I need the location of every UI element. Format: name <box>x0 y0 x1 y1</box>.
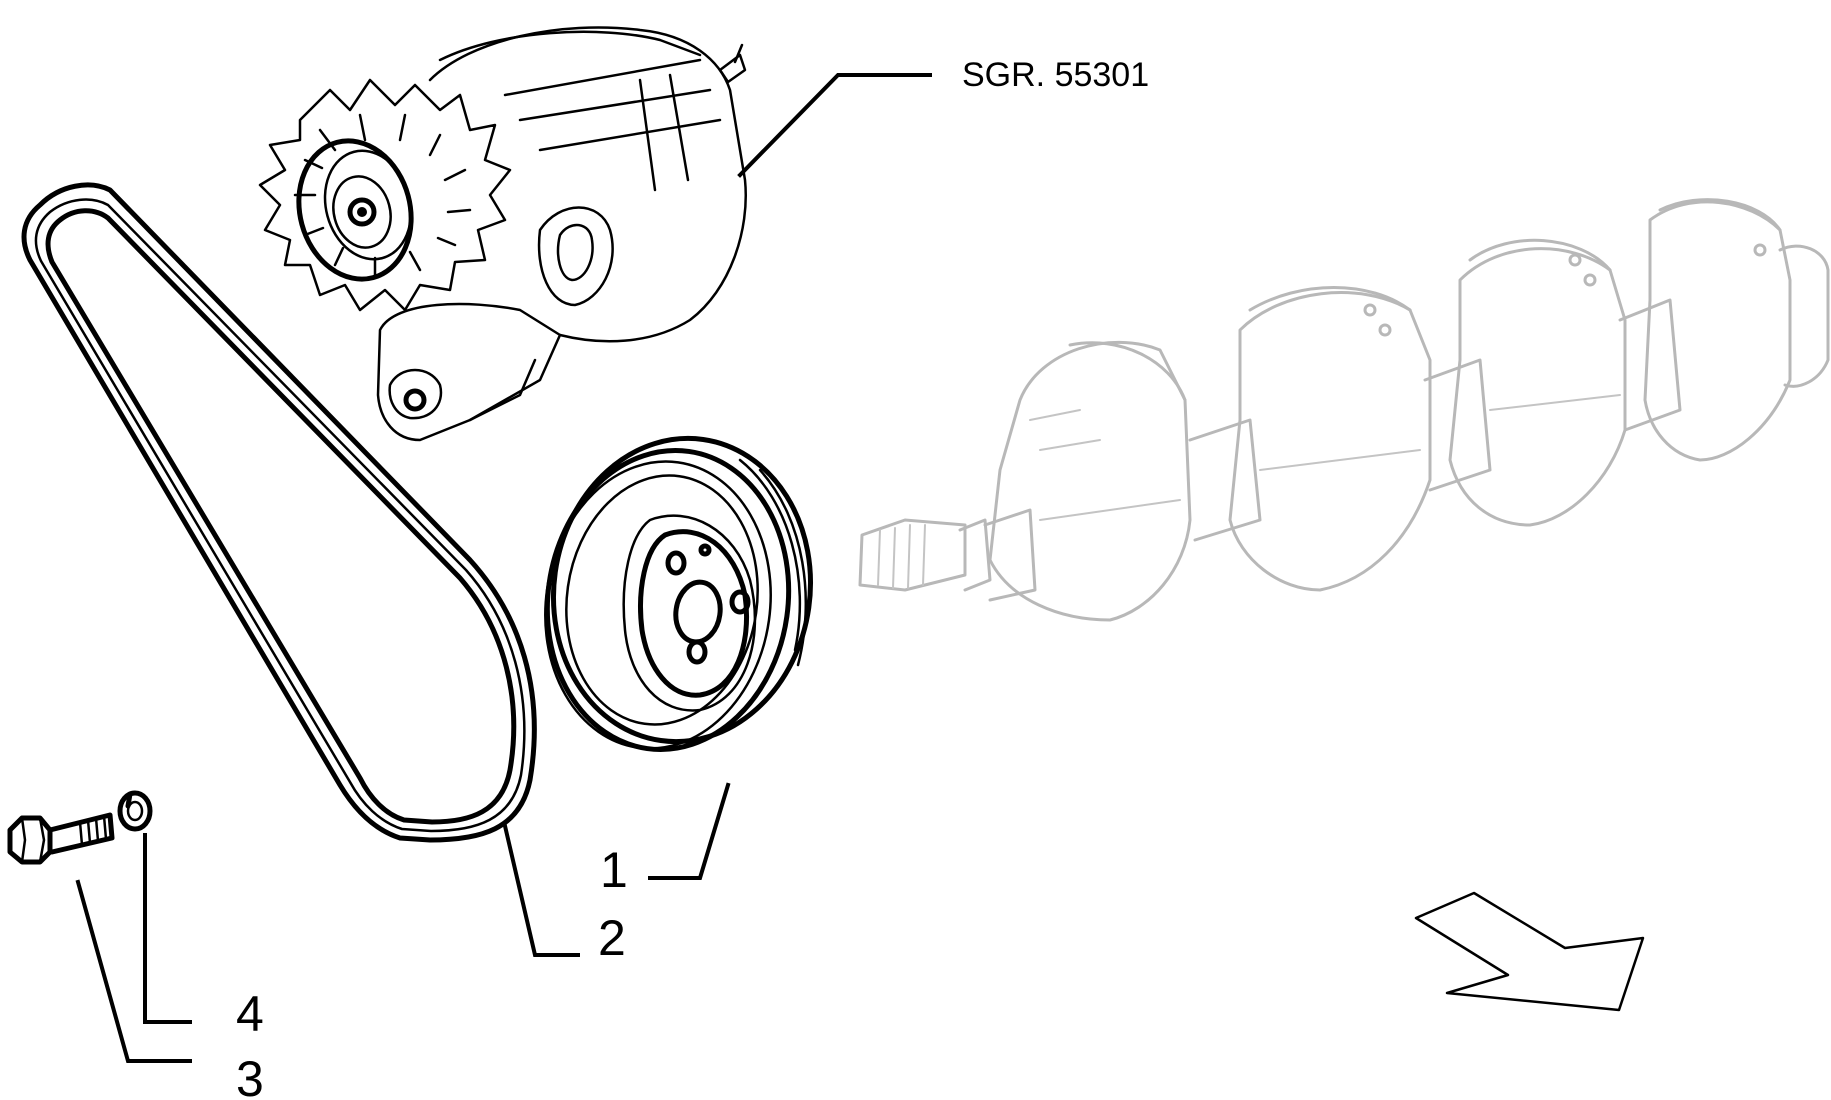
alternator <box>258 26 747 442</box>
direction-arrow-icon <box>1414 891 1645 1012</box>
callout-1: 1 <box>600 842 628 898</box>
leader-lines <box>75 73 932 1063</box>
callout-3: 3 <box>236 1051 264 1100</box>
reference-label: SGR. 55301 <box>962 56 1149 94</box>
callout-2: 2 <box>598 910 626 966</box>
crankshaft-pulley <box>544 435 814 752</box>
crankshaft <box>858 198 1830 622</box>
bolt <box>7 812 115 865</box>
washer <box>117 790 153 832</box>
callout-4: 4 <box>236 986 264 1042</box>
drive-belt <box>21 182 537 843</box>
